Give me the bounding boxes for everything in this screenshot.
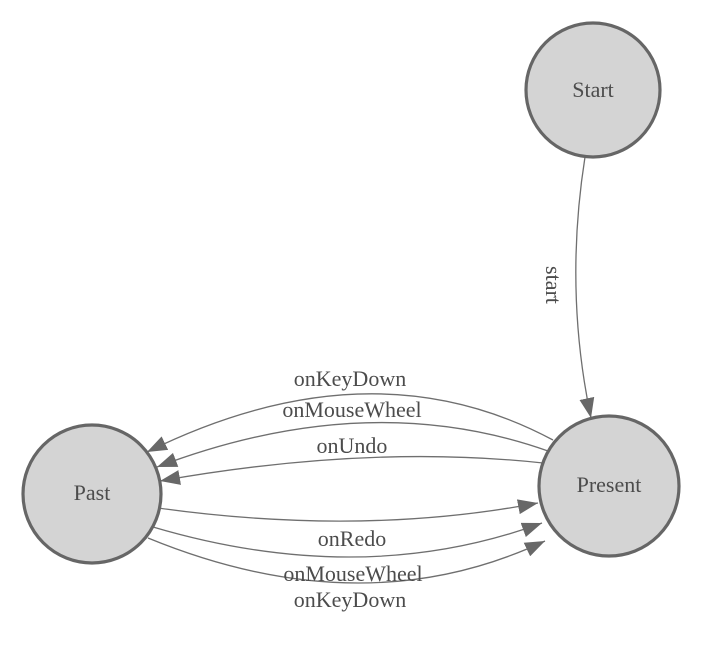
edge-past-to-present-onkeydown <box>147 537 546 584</box>
edge-label-onkeydown-top: onKeyDown <box>294 366 406 391</box>
edge-label-onkeydown-bottom: onKeyDown <box>294 587 406 612</box>
node-present[interactable]: Present <box>537 414 681 558</box>
edge-label-start: start <box>541 266 566 304</box>
edge-past-to-present-onredo <box>157 499 539 522</box>
node-past[interactable]: Past <box>21 423 163 565</box>
edge-label-onredo: onRedo <box>318 526 386 551</box>
node-past-label: Past <box>74 480 111 505</box>
node-past-circle[interactable] <box>21 423 163 565</box>
node-present-circle[interactable] <box>537 414 681 558</box>
edge-past-to-present-onmousewheel <box>152 522 543 558</box>
node-present-label: Present <box>577 472 642 497</box>
edge-label-onmousewheel-bottom: onMouseWheel <box>283 561 422 586</box>
edge-label-onmousewheel-top: onMouseWheel <box>282 397 421 422</box>
edge-present-to-past-onkeydown <box>146 393 554 453</box>
edge-start-to-present <box>575 156 595 419</box>
edge-group <box>146 156 595 584</box>
node-start-label: Start <box>572 77 614 102</box>
edge-present-to-past-onmousewheel <box>156 421 549 468</box>
edge-label-group: start onKeyDown onMouseWheel onUndo onRe… <box>282 266 566 612</box>
node-start[interactable]: Start <box>524 21 662 159</box>
edge-present-to-past-onundo <box>159 455 544 485</box>
node-start-circle[interactable] <box>524 21 662 159</box>
edge-label-onundo: onUndo <box>317 433 388 458</box>
